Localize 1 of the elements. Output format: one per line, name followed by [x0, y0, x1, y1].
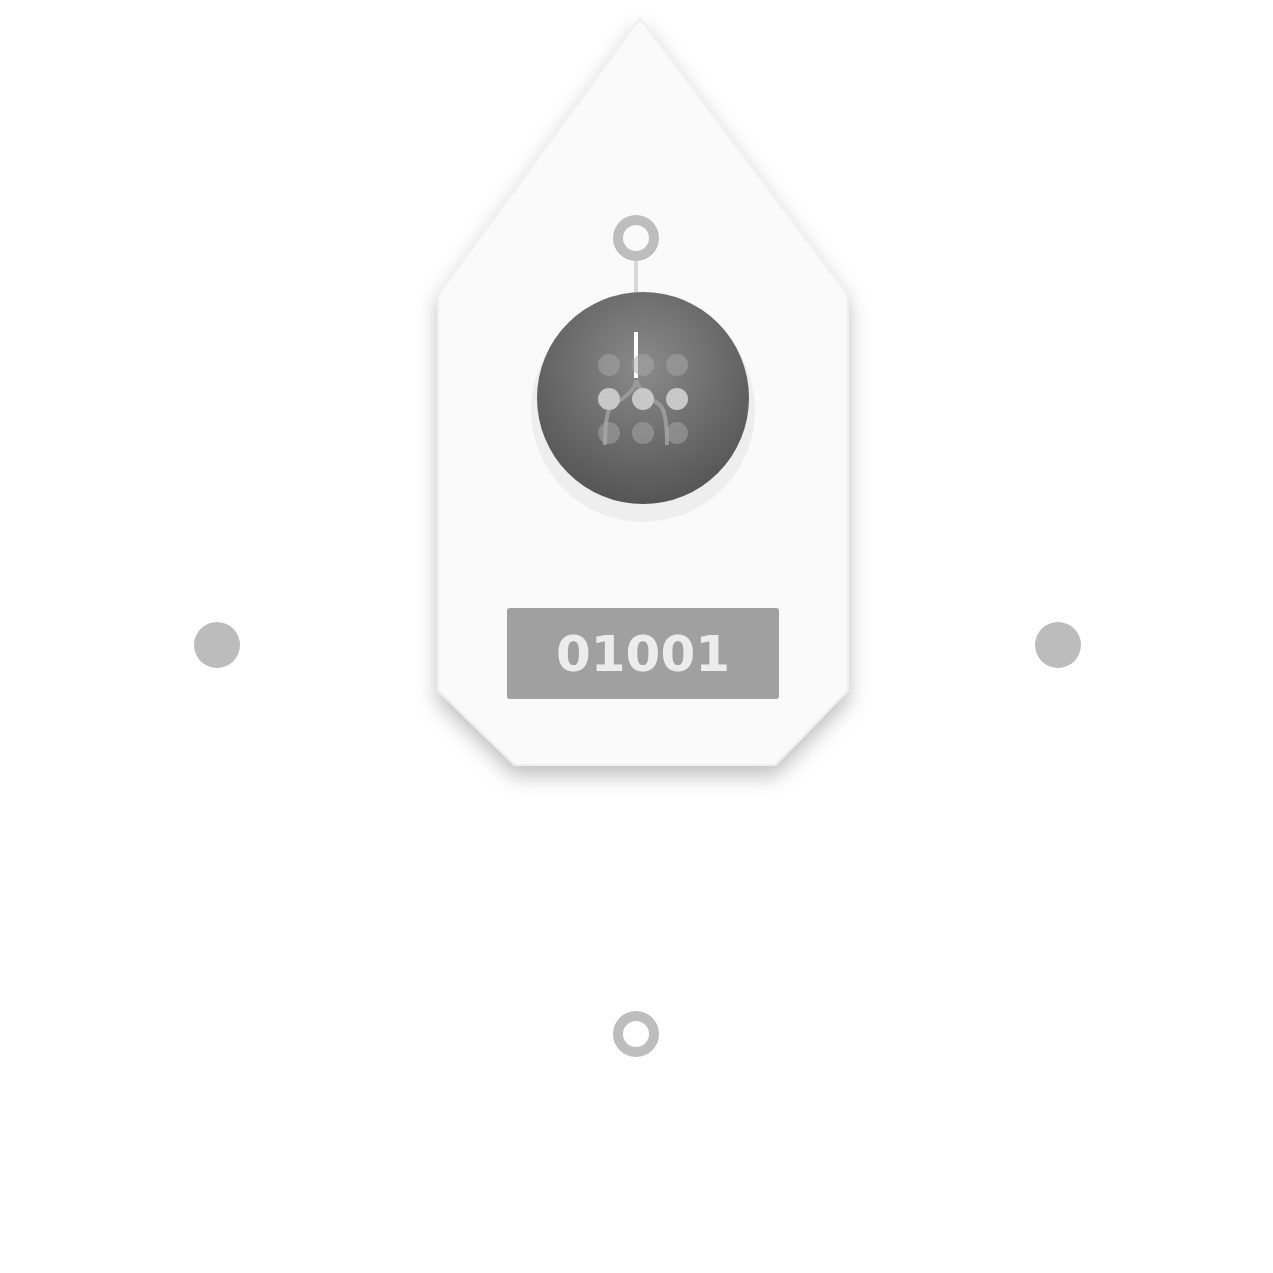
code-plate: 01001	[507, 608, 779, 699]
